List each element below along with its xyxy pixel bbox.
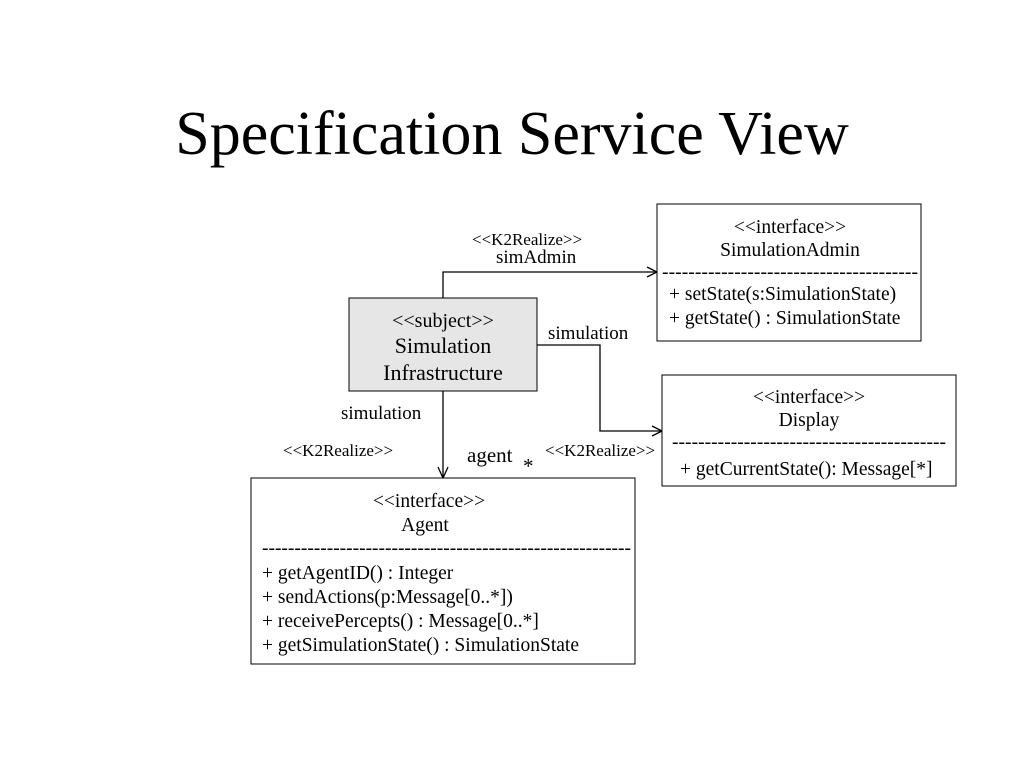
subject-name-line: Infrastructure: [383, 360, 503, 385]
slide-title: Specification Service View: [175, 100, 849, 168]
subject-name-line: Simulation: [395, 333, 492, 358]
connector-to-display-role: simulation: [548, 323, 629, 344]
agent-operation: + receivePercepts() : Message[0..*]: [262, 611, 539, 632]
agent-box: [250, 477, 636, 665]
simulation-admin-operation: + getState() : SimulationState: [669, 308, 900, 329]
subject-simulation-infrastructure: <<subject>> Simulation Infrastructure: [348, 297, 538, 392]
simulation-admin-separator: ---------------------------------------: [662, 262, 918, 283]
agent-operation: + getAgentID() : Integer: [262, 563, 454, 584]
simulation-admin-box: [656, 203, 922, 342]
display-operation: + getCurrentState(): Message[*]: [680, 459, 933, 480]
simulation-admin-name: SimulationAdmin: [720, 240, 860, 261]
agent-operation: + getSimulationState() : SimulationState: [262, 635, 579, 656]
subject-box: [348, 297, 538, 392]
agent-name: Agent: [401, 515, 449, 536]
agent-stereotype: <<interface>>: [373, 491, 485, 512]
connector-to-agent-target-role: agent: [467, 443, 513, 467]
display-separator: ----------------------------------------…: [672, 432, 946, 453]
interface-simulation-admin: <<interface>> SimulationAdmin ----------…: [656, 203, 922, 342]
simulation-admin-stereotype: <<interface>>: [734, 217, 846, 238]
connector-to-agent-source-role: simulation: [341, 403, 422, 424]
connector-to-agent: simulation <<K2Realize>> agent *: [283, 391, 534, 480]
connector-to-agent-multiplicity: *: [523, 454, 534, 478]
interface-agent: <<interface>> Agent --------------------…: [250, 477, 636, 665]
simulation-admin-operation: + setState(s:SimulationState): [669, 284, 896, 305]
connector-to-display-line: [537, 344, 661, 432]
interface-display: <<interface>> Display ------------------…: [661, 374, 957, 487]
display-stereotype: <<interface>>: [753, 387, 865, 408]
connector-to-agent-stereotype: <<K2Realize>>: [283, 441, 393, 460]
connector-to-display-stereotype: <<K2Realize>>: [545, 441, 655, 460]
display-name: Display: [779, 410, 840, 431]
connector-to-simulation-admin-stereotype: <<K2Realize>>: [472, 230, 582, 249]
connector-to-simulation-admin: <<K2Realize>> simAdmin: [442, 230, 659, 298]
connector-to-simulation-admin-role: simAdmin: [496, 247, 577, 268]
agent-separator: ----------------------------------------…: [262, 538, 631, 559]
agent-operation: + sendActions(p:Message[0..*]): [262, 587, 513, 608]
subject-stereotype: <<subject>>: [392, 310, 494, 332]
connector-to-simulation-admin-line: [442, 271, 656, 298]
connector-to-display: simulation <<K2Realize>>: [537, 323, 664, 460]
display-box: [661, 374, 957, 487]
